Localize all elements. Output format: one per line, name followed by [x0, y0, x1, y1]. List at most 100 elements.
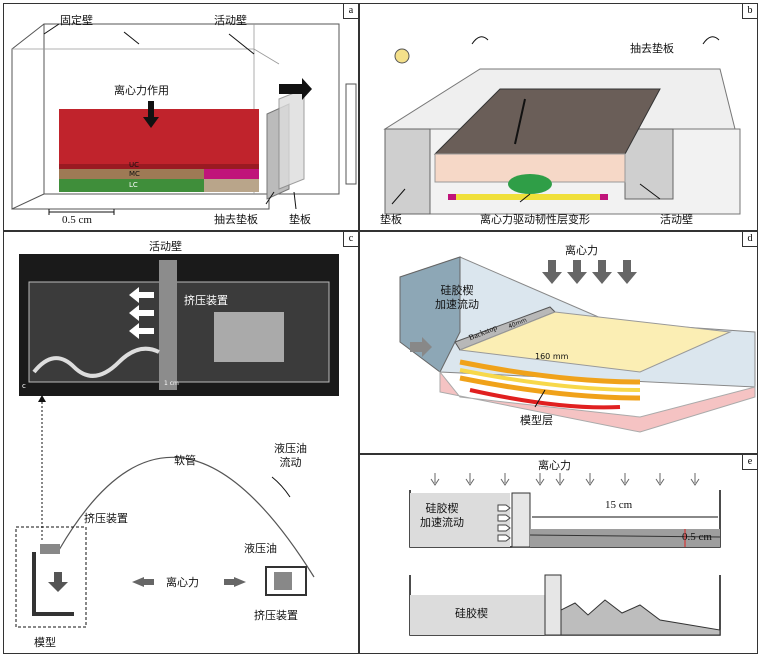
label-silicone-wedge-2: 硅胶楔	[455, 607, 488, 620]
label-length: 15 cm	[605, 499, 633, 511]
scale-tag: 1 cm	[164, 380, 179, 387]
layer-red	[469, 388, 621, 410]
panel-label-d: d	[742, 232, 757, 247]
hose-arc	[58, 456, 315, 578]
layer-orange-2	[459, 375, 641, 401]
photo-wall	[159, 260, 177, 390]
label-caption: 离心力驱动韧性层变形	[480, 213, 590, 226]
down-arrow-4	[617, 260, 637, 284]
model-shape	[32, 552, 74, 616]
right-shim-stack	[624, 128, 674, 200]
label-shim: 垫板	[289, 213, 311, 226]
panel-e-drawing	[409, 473, 721, 636]
left-shim-stack	[384, 128, 431, 215]
left-arrow	[132, 577, 144, 587]
upper-piston	[511, 492, 531, 548]
label-extrusion-top: 挤压装置	[184, 294, 228, 307]
label-silicone-wedge: 硅胶楔 加速流动	[435, 284, 479, 311]
label-shim: 垫板	[380, 213, 402, 226]
uc-layer-side	[59, 164, 259, 169]
right-arrow	[234, 577, 246, 587]
small-right-arrows	[497, 504, 511, 542]
layer-yellow	[459, 368, 641, 392]
move-arrow	[279, 78, 312, 100]
layer-orange-1	[459, 359, 641, 385]
panel-b: b 抽去垫板 垫板 离心力驱动韧性层变形 活动壁	[359, 3, 758, 231]
base-yellow	[455, 194, 600, 200]
panel-b-drawing	[383, 36, 741, 215]
upper-model	[530, 529, 720, 547]
box-front-edge	[12, 194, 270, 210]
green-diapir	[508, 174, 552, 194]
label-lc: LC	[129, 181, 138, 189]
photo-layer	[32, 346, 160, 378]
lc-layer	[59, 179, 204, 192]
model-surface	[459, 311, 732, 373]
label-model-layer: 模型层	[520, 414, 553, 427]
label-scale: 0.5 cm	[62, 214, 92, 226]
panel-c-drawing	[15, 260, 330, 628]
uc-layer-top	[59, 109, 259, 164]
down-arrow-1	[542, 260, 562, 284]
label-removed-shim: 抽去垫板	[630, 42, 674, 55]
lower-piston	[544, 574, 562, 636]
panel-d-drawing	[399, 256, 756, 433]
force-arrow-head	[143, 117, 159, 128]
panel-label-c: c	[343, 232, 358, 247]
panel-label-b: b	[742, 4, 757, 19]
label-centrifugal-force: 离心力	[538, 459, 571, 472]
label-moving-wall: 活动壁	[660, 213, 693, 226]
lc-layer-right	[204, 179, 259, 192]
mc-layer	[59, 169, 204, 179]
base-magenta-left	[448, 194, 456, 200]
down-arrows	[430, 473, 700, 486]
label-removed-shim: 抽去垫板	[214, 213, 258, 226]
label-hydraulic-oil: 液压油	[244, 542, 277, 555]
panel-a-drawing	[11, 23, 357, 215]
deformed-model	[560, 599, 721, 636]
label-oil-flow: 液压油 流动	[274, 442, 307, 469]
right-device	[265, 566, 307, 596]
grey-arrow	[410, 337, 432, 357]
label-thickness: 0.5 cm	[682, 531, 712, 543]
label-centrifugal-force: 离心力	[565, 244, 598, 257]
force-arrow-shaft	[148, 101, 154, 119]
model-dashed-box	[15, 526, 87, 628]
upper-wedge	[410, 493, 510, 547]
dotted-arrow-head	[38, 395, 46, 402]
panel-d: d 离心力 硅胶楔 加速流动 Backstop 40mm 160 mm 模型层	[359, 231, 758, 454]
base-pink	[439, 370, 756, 433]
panel-c: c 活动壁 挤压装置 c 1 cm 软管 液压油 流动 挤压装置 液压油 离心力…	[3, 231, 359, 654]
label-centrifugal-force: 离心力	[166, 576, 199, 589]
label-length: 160 mm	[535, 352, 569, 361]
label-centrifugal-force: 离心力作用	[114, 84, 169, 97]
indicator-bar	[345, 83, 357, 185]
lower-wedge	[410, 595, 550, 635]
photo-tag: c	[22, 382, 26, 390]
panel-label-a: a	[343, 4, 358, 19]
label-silicone-wedge: 硅胶楔 加速流动	[420, 502, 464, 529]
box-left-wall	[11, 23, 45, 210]
white-arrow-2	[129, 305, 154, 321]
removed-shim-plate	[278, 88, 305, 190]
panel-label-e: e	[742, 455, 757, 470]
label-mc: MC	[129, 170, 140, 178]
label-uc: UC	[129, 161, 140, 169]
down-arrow	[48, 572, 68, 592]
label-extrusion-right: 挤压装置	[254, 609, 298, 622]
box-back-outline	[43, 23, 340, 195]
label-fixed-wall: 固定壁	[60, 14, 93, 27]
down-arrow-3	[592, 260, 612, 284]
panel-a: a 固定壁 活动壁 离心力作用 UC MC LC 0.5 c	[3, 3, 359, 231]
photo-piston	[214, 312, 284, 362]
label-extrusion-left: 挤压装置	[84, 512, 128, 525]
label-moving-wall: 活动壁	[149, 240, 182, 253]
panel-e: e 离心力 硅胶楔 加速流动 15 cm	[359, 454, 758, 654]
white-arrow-1	[129, 287, 154, 303]
down-arrow-2	[567, 260, 587, 284]
label-hose: 软管	[174, 454, 196, 467]
white-arrow-3	[129, 323, 154, 339]
label-model: 模型	[34, 636, 56, 649]
label-moving-wall: 活动壁	[214, 14, 247, 27]
magenta-layer	[204, 169, 259, 179]
